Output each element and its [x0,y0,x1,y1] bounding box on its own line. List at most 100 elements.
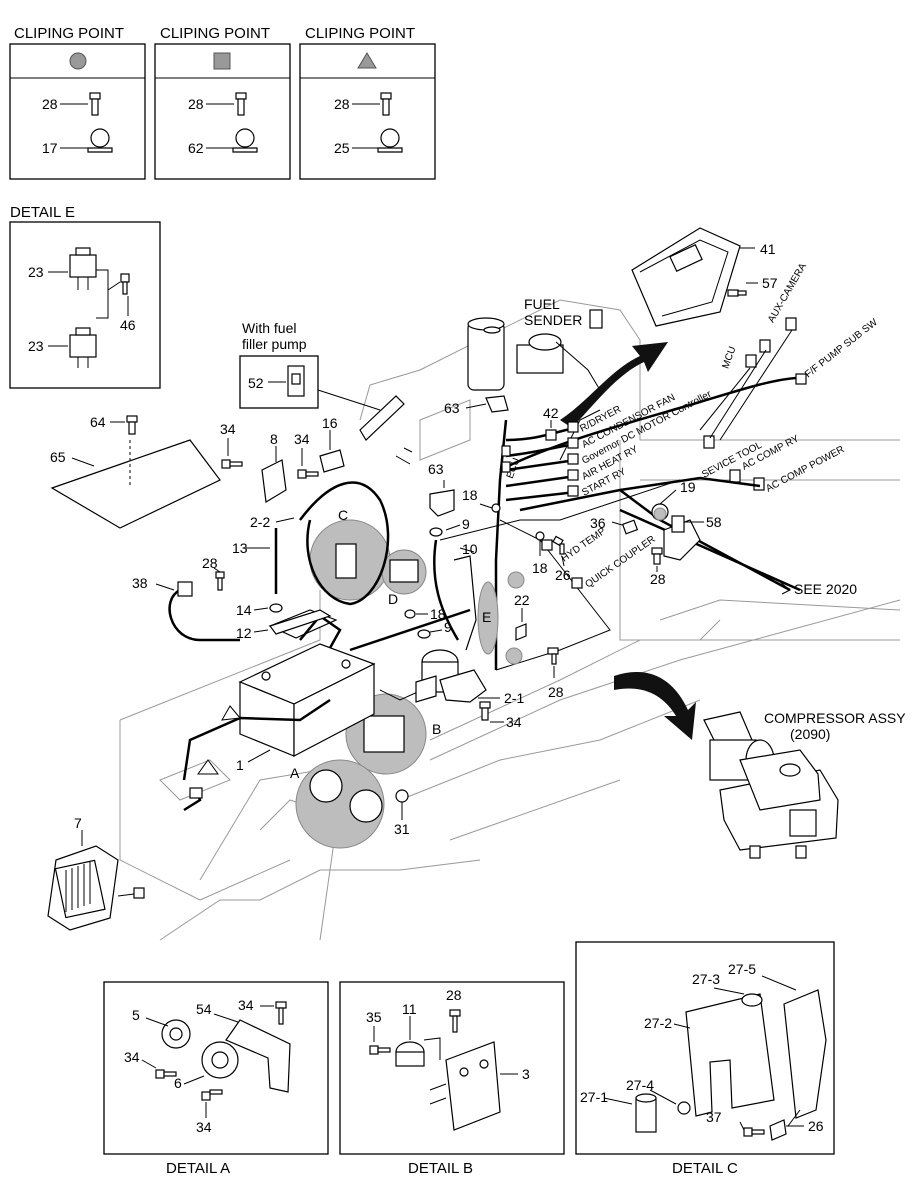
triangle-marker-icon [221,705,241,721]
horn-icon [161,1019,191,1049]
part-label: 36 [590,515,606,531]
detail-letter-d: D [388,591,398,607]
detail-a-title: DETAIL A [166,1160,230,1177]
part-label: 28 [548,684,564,700]
part-label: 18 [532,560,548,576]
bolt-icon [380,92,392,116]
part-label: 11 [402,1001,417,1017]
part-label: 27-4 [626,1077,654,1093]
bolt-icon [155,1069,177,1079]
part-label: 6 [174,1075,182,1091]
detail-letter-a: A [290,765,300,781]
battery [238,643,376,757]
part-label: 3 [522,1066,530,1082]
clip-icon [232,128,258,153]
clip-point-title: CLIPING POINT [14,25,124,42]
bolt-icon [235,92,247,116]
see-note: SEE 2020 [794,581,857,597]
arrow-icon [560,342,668,428]
clip-part-label: 25 [334,140,350,156]
part-label: 13 [232,540,248,556]
part-label: 5 [132,1007,140,1023]
clip-part-label: 17 [42,140,58,156]
part-label: 26 [555,567,571,583]
fuel-filter [379,649,487,703]
bolt-icon [297,469,319,479]
detail-a-box: DETAIL A 5 54 34 34 6 34 [103,981,329,1177]
pump-icon [635,1093,657,1133]
clip-point-title: CLIPING POINT [305,25,415,42]
detail-callout-d [381,549,427,595]
part-label: 18 [430,606,446,622]
arrow-icon [614,671,696,740]
part-label: 34 [220,421,236,437]
part-label: 23 [28,338,44,354]
relay-icon [69,247,97,290]
bolt-icon [547,647,559,665]
part-label: 9 [462,516,470,532]
part-label: 2-2 [250,514,270,530]
fuel-pump-label: With fuel [242,320,296,336]
detail-callout-c [309,519,391,601]
part-label: 28 [202,555,218,571]
part-label: 63 [428,461,444,477]
bolt-icon [201,1089,223,1101]
part-label: 2-1 [504,690,524,706]
connector-group [703,317,807,491]
compressor-label: (2090) [790,726,830,742]
part-label: 34 [124,1049,140,1065]
part-label: 54 [196,1001,212,1017]
detail-letter-b: B [432,721,441,737]
part-label: 23 [28,264,44,280]
bolt-icon [743,1127,765,1137]
part-label: 58 [706,514,722,530]
part-label: 65 [50,449,66,465]
part-label: 22 [514,592,530,608]
part-label: 12 [236,625,252,641]
bolt-icon [552,535,565,555]
part-label: 14 [236,602,252,618]
part-label: 27-2 [644,1015,672,1031]
part-label: 34 [196,1119,212,1135]
detail-e-box: DETAIL E 23 46 23 [9,204,161,389]
bolt-icon [275,1001,287,1025]
clip-point-title: CLIPING POINT [160,25,270,42]
relay-icon [395,1037,441,1067]
fuel-pump-icon [287,365,305,397]
bolt-icon [221,459,243,469]
part-label: 34 [506,714,522,730]
compressor-label: COMPRESSOR ASSY [764,710,906,726]
part-label: 64 [90,414,106,430]
clip-point-triangle-box: CLIPING POINT 28 25 [299,25,436,180]
detail-c-title: DETAIL C [672,1160,738,1177]
part-label: 9 [444,619,452,635]
clip-part-label: 28 [188,96,204,112]
part-label: 28 [650,571,666,587]
part-label: 7 [74,815,82,831]
floor-mat [50,439,221,529]
part-label: 34 [294,431,310,447]
part-label: 34 [238,997,254,1013]
square-symbol-icon [213,52,231,70]
horn-icon [201,1041,239,1079]
fuel-sender-label: SENDER [524,312,582,328]
washer-tank-icon [685,993,775,1117]
hyd-temp-label: HYD TEMP [559,526,608,565]
part-label: 31 [394,821,410,837]
bolt-icon [126,415,138,435]
ff-pump-label: F/F PUMP SUB SW [803,317,880,381]
connector-group [501,421,583,589]
bolt-icon [369,1045,391,1055]
part-label: 18 [462,487,478,503]
detail-letter-e: E [482,609,491,625]
detail-b-title: DETAIL B [408,1160,473,1177]
work-lamp [47,787,203,931]
bolt-icon [89,92,101,116]
fuel-pump-label: filler pump [242,336,307,352]
detail-callout-a [295,759,385,849]
part-label: 38 [132,575,148,591]
part-label: 57 [762,275,778,291]
compressor-assy [703,711,839,859]
part-label: 16 [322,415,338,431]
